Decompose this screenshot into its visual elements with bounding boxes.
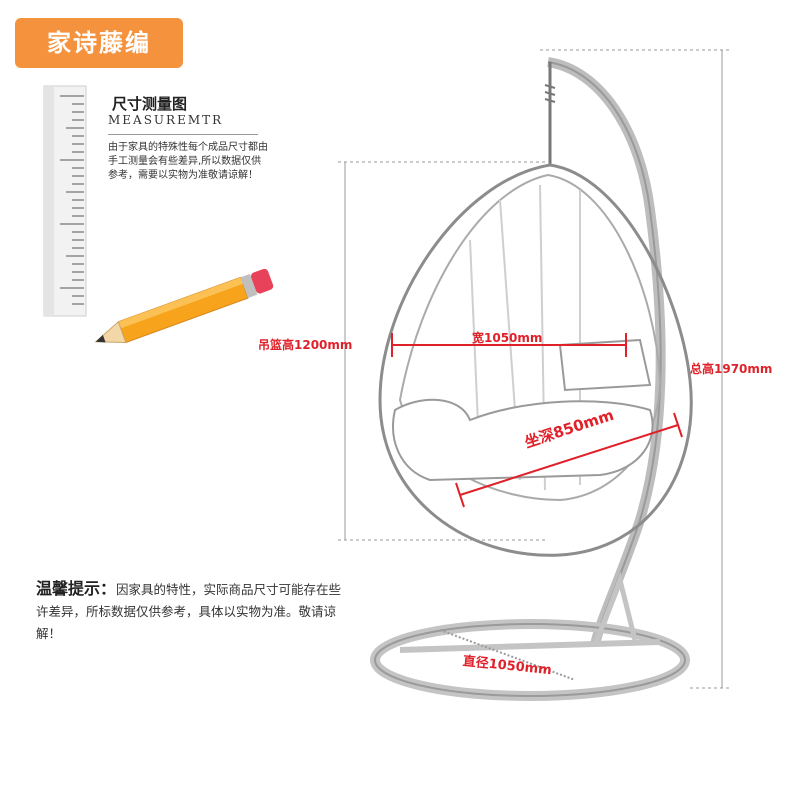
tip-block: 温馨提示：因家具的特性，实际商品尺寸可能存在些许差异，所标数据仅供参考，具体以实…: [36, 578, 346, 645]
total-height-label: 总高1970mm: [690, 362, 773, 376]
hanging-chair-illustration: [370, 57, 693, 701]
dimension-guides: [338, 49, 732, 689]
width-label: 宽1050mm: [472, 331, 543, 345]
ruler-icon: [43, 85, 87, 317]
tip-label: 温馨提示：: [36, 579, 117, 598]
pencil-icon: [94, 268, 274, 344]
measure-note: 由于家具的特殊性每个成品尺寸都由手工测量会有些差异,所以数据仅供参考，需要以实物…: [108, 142, 268, 181]
dimension-markers: [391, 333, 683, 681]
tip-text: 因家具的特性，实际商品尺寸可能存在些许差异，所标数据仅供参考，具体以实物为准。敬…: [36, 582, 342, 641]
divider: [108, 134, 258, 135]
measure-subtitle: MEASUREMTR: [108, 113, 224, 127]
basket-height-label: 吊篮高1200mm: [258, 338, 353, 352]
measure-title: 尺寸测量图: [112, 95, 188, 113]
brand-badge: 家诗藤编: [15, 18, 183, 68]
